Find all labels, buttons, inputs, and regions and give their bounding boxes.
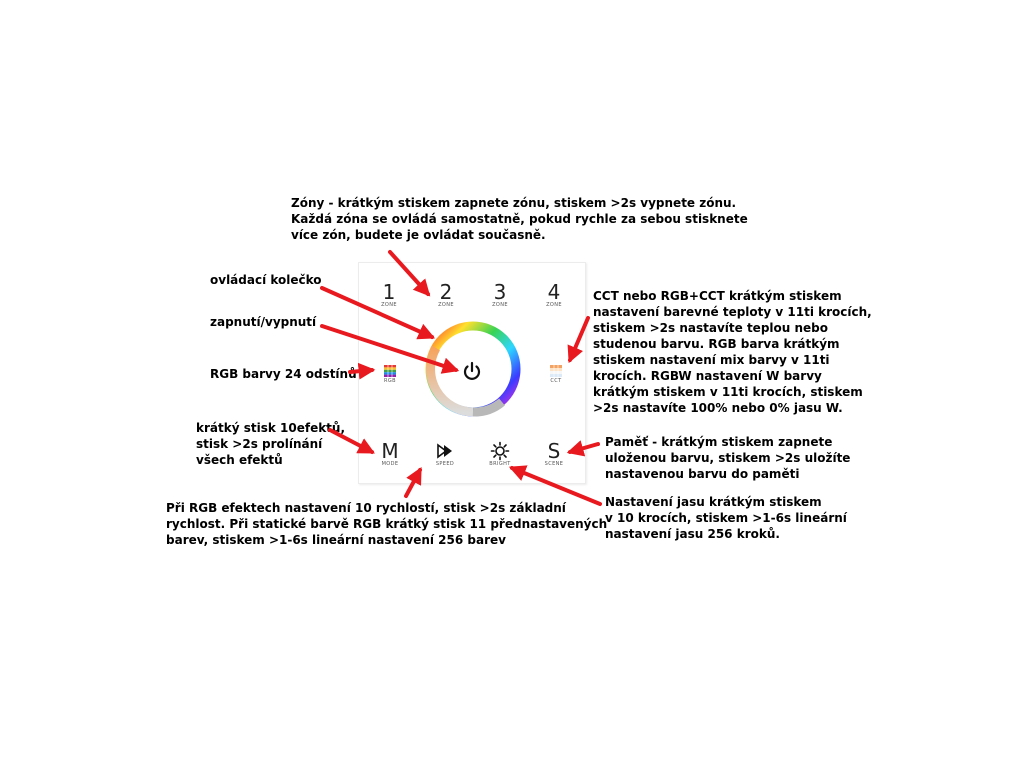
- cct-swatch-icon: [550, 365, 562, 377]
- mode-label: MODE: [381, 461, 399, 467]
- scene-icon: S: [547, 439, 561, 463]
- annotation-scene-line: nastavenou barvu do paměti: [605, 467, 800, 481]
- zone-2-button[interactable]: 2 ZONE: [434, 282, 458, 308]
- cct-button[interactable]: CCT: [544, 365, 568, 384]
- speed-label: SPEED: [435, 461, 455, 467]
- annotation-power: zapnutí/vypnutí: [210, 314, 316, 330]
- rgb-button[interactable]: RGB: [378, 365, 402, 384]
- annotation-zones-line: více zón, budete je ovládat současně.: [291, 228, 546, 242]
- mode-button[interactable]: M MODE: [377, 441, 403, 467]
- annotation-brightness-line: Nastavení jasu krátkým stiskem: [605, 495, 822, 509]
- annotation-cct-line: nastavení barevné teploty v 11ti krocích…: [593, 305, 872, 319]
- rgb-label: RGB: [384, 378, 396, 384]
- zone-2-number: 2: [439, 280, 453, 304]
- annotation-mode-line: stisk >2s prolínání: [196, 437, 323, 451]
- annotation-brightness-line: v 10 krocích, stiskem >1-6s lineární: [605, 511, 847, 525]
- zone-2-label: ZONE: [438, 302, 454, 308]
- annotation-mode-line: všech efektů: [196, 453, 283, 467]
- scene-button[interactable]: S SCENE: [541, 441, 567, 467]
- annotation-scene-line: uloženou barvu, stiskem >2s uložíte: [605, 451, 851, 465]
- annotation-zones-line: Zóny - krátkým stiskem zapnete zónu, sti…: [291, 196, 737, 210]
- annotation-mode-line: krátký stisk 10efektů,: [196, 421, 346, 435]
- annotation-wheel: ovládací kolečko: [210, 272, 322, 288]
- annotation-zones: Zóny - krátkým stiskem zapnete zónu, sti…: [291, 195, 748, 243]
- brightness-label: BRIGHT: [489, 461, 511, 467]
- annotation-cct-line: >2s nastavíte 100% nebo 0% jasu W.: [593, 401, 843, 415]
- annotation-wheel-line: ovládací kolečko: [210, 273, 322, 287]
- zone-4-button[interactable]: 4 ZONE: [542, 282, 566, 308]
- speed-icon: [437, 443, 452, 459]
- zone-3-label: ZONE: [492, 302, 508, 308]
- zone-4-label: ZONE: [546, 302, 562, 308]
- power-icon[interactable]: [461, 360, 483, 382]
- annotation-power-line: zapnutí/vypnutí: [210, 315, 317, 329]
- annotation-zones-line: Každá zóna se ovládá samostatně, pokud r…: [291, 212, 748, 226]
- annotation-mode: krátký stisk 10efektů, stisk >2s prolíná…: [196, 420, 345, 468]
- annotation-speed-line: Při RGB efektech nastavení 10 rychlostí,…: [166, 501, 566, 515]
- zone-3-button[interactable]: 3 ZONE: [488, 282, 512, 308]
- annotation-cct-line: studenou barvu. RGB barva krátkým: [593, 337, 840, 351]
- annotation-speed-line: rychlost. Při statické barvě RGB krátký …: [166, 517, 608, 531]
- annotation-cct-line: stiskem nastavení mix barvy v 11ti: [593, 353, 830, 367]
- annotation-speed-line: barev, stiskem >1-6s lineární nastavení …: [166, 533, 506, 547]
- annotation-speed: Při RGB efektech nastavení 10 rychlostí,…: [166, 500, 607, 548]
- annotation-cct-line: stiskem >2s nastavíte teplou nebo: [593, 321, 829, 335]
- annotation-rgb-line: RGB barvy 24 odstínů: [210, 367, 357, 381]
- cct-label: CCT: [550, 378, 562, 384]
- zone-1-number: 1: [382, 280, 396, 304]
- zone-1-label: ZONE: [381, 302, 397, 308]
- annotation-brightness: Nastavení jasu krátkým stiskem v 10 kroc…: [605, 494, 847, 542]
- annotation-scene: Paměť - krátkým stiskem zapnete uloženou…: [605, 434, 850, 482]
- annotation-cct-line: CCT nebo RGB+CCT krátkým stiskem: [593, 289, 842, 303]
- zone-1-button[interactable]: 1 ZONE: [377, 282, 401, 308]
- rgb-swatch-icon: [384, 365, 396, 377]
- annotation-rgb: RGB barvy 24 odstínů: [210, 366, 357, 382]
- mode-icon: M: [381, 439, 399, 463]
- zone-4-number: 4: [547, 280, 561, 304]
- annotation-cct-line: krátkým stiskem v 11ti krocích, stiskem: [593, 385, 863, 399]
- annotation-brightness-line: nastavení jasu 256 kroků.: [605, 527, 780, 541]
- brightness-button[interactable]: BRIGHT: [487, 441, 513, 467]
- annotation-cct-line: krocích. RGBW nastavení W barvy: [593, 369, 822, 383]
- annotation-scene-line: Paměť - krátkým stiskem zapnete: [605, 435, 833, 449]
- brightness-icon: [490, 441, 510, 461]
- annotation-cct: CCT nebo RGB+CCT krátkým stiskem nastave…: [593, 288, 872, 416]
- zone-3-number: 3: [493, 280, 507, 304]
- speed-button[interactable]: SPEED: [432, 441, 458, 467]
- scene-label: SCENE: [544, 461, 564, 467]
